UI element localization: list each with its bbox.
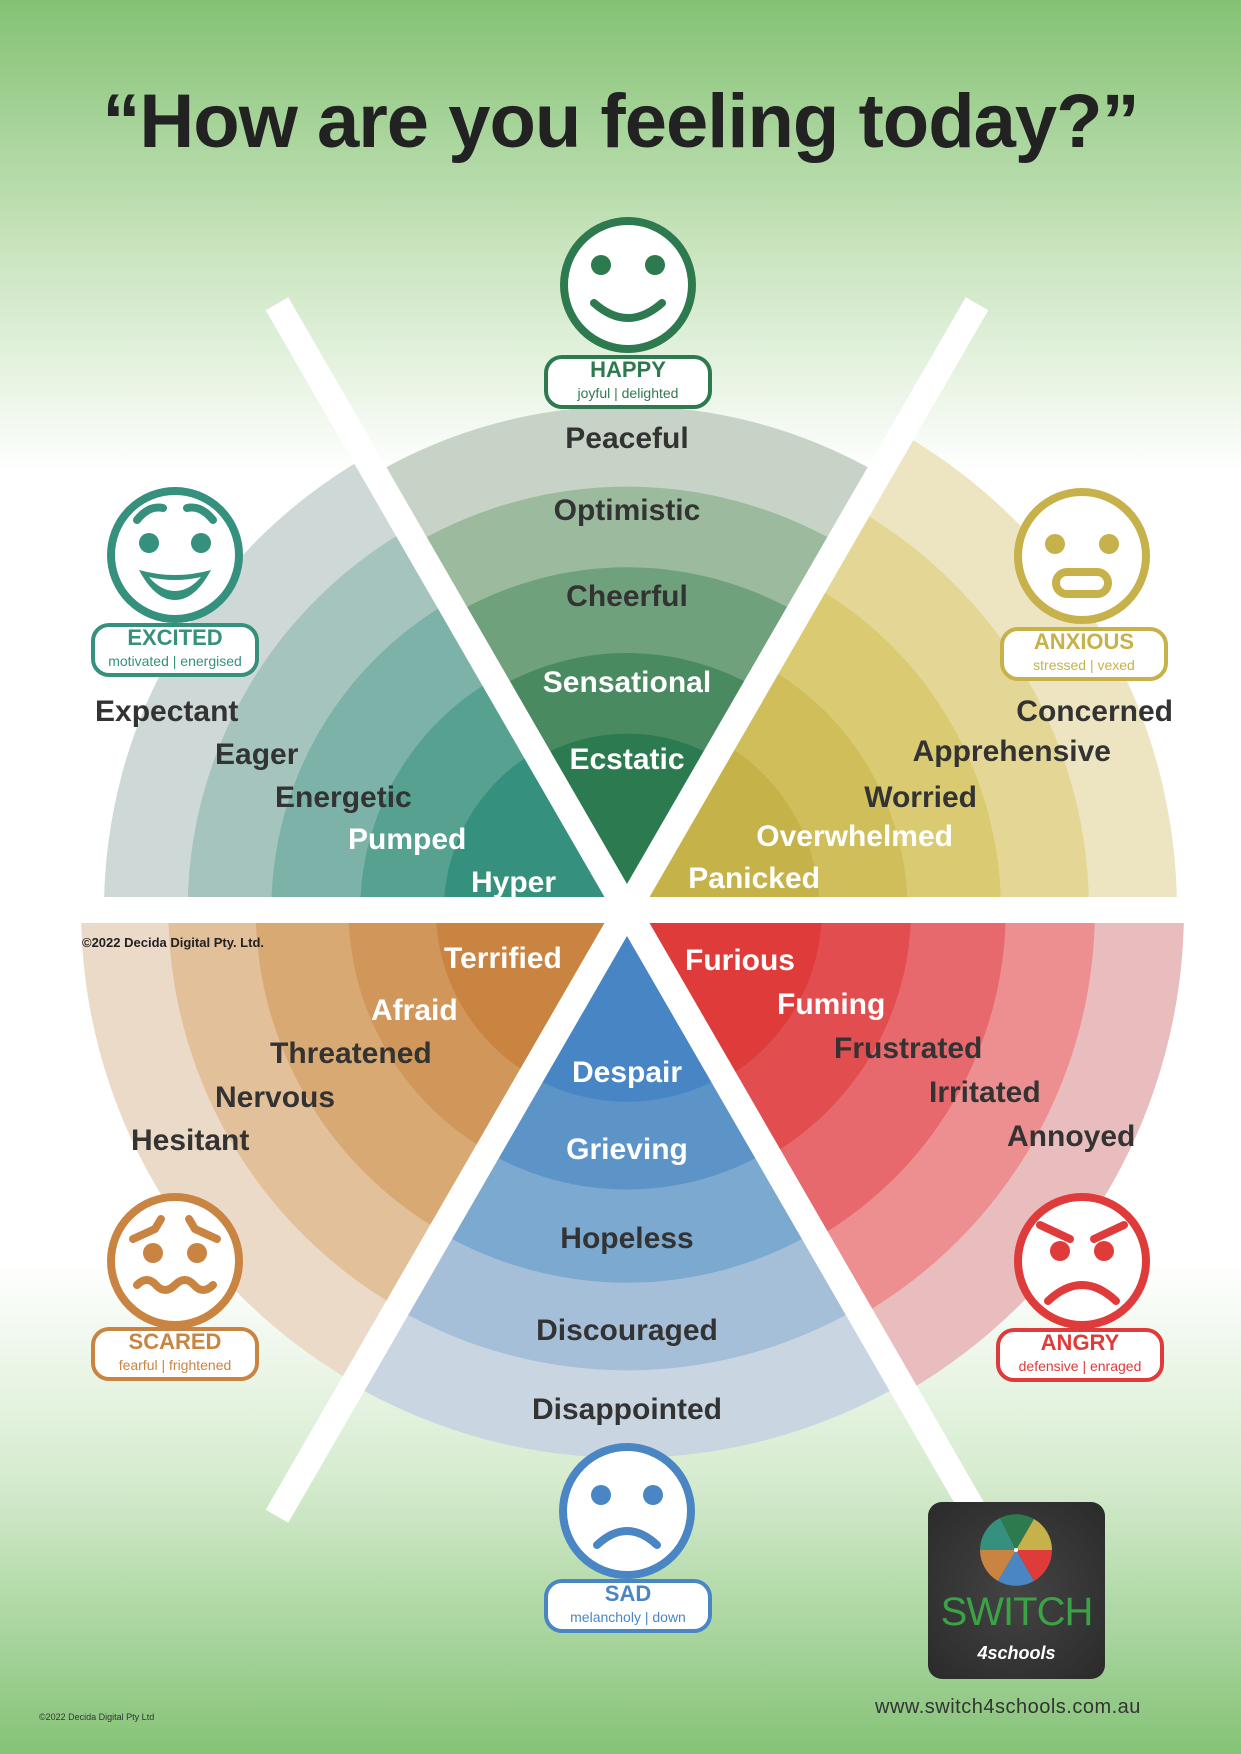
feeling-word-worried[interactable]: Worried <box>864 781 977 814</box>
excited-band-5 <box>443 751 627 910</box>
sad-subtitle: melancholy | down <box>570 1609 686 1625</box>
feeling-word-fuming[interactable]: Fuming <box>777 988 885 1021</box>
feeling-word-hesitant[interactable]: Hesitant <box>131 1124 249 1157</box>
sad-face-icon[interactable] <box>559 1443 695 1579</box>
feeling-word-peaceful[interactable]: Peaceful <box>565 422 688 455</box>
happy-label-box[interactable]: HAPPY joyful | delighted <box>544 355 712 409</box>
copyright-notice: ©2022 Decida Digital Pty. Ltd. <box>82 935 264 950</box>
scared-subtitle: fearful | frightened <box>119 1357 232 1373</box>
feeling-word-annoyed[interactable]: Annoyed <box>1007 1120 1135 1153</box>
feeling-word-hopeless[interactable]: Hopeless <box>560 1222 693 1255</box>
feeling-word-terrified[interactable]: Terrified <box>444 942 562 975</box>
angry-label-box[interactable]: ANGRY defensive | enraged <box>996 1328 1164 1382</box>
feeling-word-sensational[interactable]: Sensational <box>543 666 711 699</box>
footer-copyright: ©2022 Decida Digital Pty Ltd <box>39 1712 155 1722</box>
sad-band-5 <box>531 910 723 1102</box>
feeling-word-cheerful[interactable]: Cheerful <box>566 580 688 613</box>
excited-label-box[interactable]: EXCITED motivated | energised <box>91 623 259 677</box>
page-title: “How are you feeling today?” <box>102 79 1139 164</box>
anxious-subtitle: stressed | vexed <box>1033 657 1135 673</box>
feeling-word-overwhelmed[interactable]: Overwhelmed <box>756 820 953 853</box>
angry-face-icon[interactable] <box>1014 1193 1150 1329</box>
feeling-word-discouraged[interactable]: Discouraged <box>536 1314 718 1347</box>
excited-face-icon[interactable] <box>107 487 243 623</box>
scared-face-icon[interactable] <box>107 1193 243 1329</box>
feeling-word-concerned[interactable]: Concerned <box>1016 695 1173 728</box>
logo-wheel-icon <box>980 1514 1052 1586</box>
feeling-word-afraid[interactable]: Afraid <box>371 994 458 1027</box>
logo-brand: SWITCH <box>940 1590 1094 1634</box>
feeling-word-eager[interactable]: Eager <box>215 738 299 771</box>
feeling-word-apprehensive[interactable]: Apprehensive <box>913 735 1111 768</box>
angry-band-5 <box>627 910 822 1079</box>
website-link[interactable]: www.switch4schools.com.au <box>875 1696 1141 1718</box>
feeling-word-disappointed[interactable]: Disappointed <box>532 1393 722 1426</box>
feeling-word-despair[interactable]: Despair <box>572 1056 682 1089</box>
angry-name: ANGRY <box>1041 1330 1120 1355</box>
anxious-band-5 <box>627 743 820 910</box>
anxious-name: ANXIOUS <box>1034 629 1134 654</box>
feeling-word-energetic[interactable]: Energetic <box>275 781 412 814</box>
scared-band-5 <box>435 910 627 1076</box>
anxious-face-icon[interactable] <box>1014 488 1150 624</box>
feeling-word-hyper[interactable]: Hyper <box>471 866 556 899</box>
feeling-word-irritated[interactable]: Irritated <box>929 1076 1041 1109</box>
angry-subtitle: defensive | enraged <box>1019 1358 1142 1374</box>
switch4schools-logo: SWITCH 4schools <box>928 1502 1105 1679</box>
feeling-word-optimistic[interactable]: Optimistic <box>554 494 701 527</box>
happy-band-5 <box>538 733 716 910</box>
feeling-word-expectant[interactable]: Expectant <box>95 695 238 728</box>
feeling-word-frustrated[interactable]: Frustrated <box>834 1032 982 1065</box>
sad-name: SAD <box>605 1581 651 1606</box>
scared-name: SCARED <box>129 1329 222 1354</box>
feeling-word-ecstatic[interactable]: Ecstatic <box>569 743 684 776</box>
anxious-label-box[interactable]: ANXIOUS stressed | vexed <box>1000 627 1168 681</box>
feeling-word-grieving[interactable]: Grieving <box>566 1133 688 1166</box>
sector-gap <box>265 297 989 1523</box>
excited-subtitle: motivated | energised <box>108 653 242 669</box>
happy-subtitle: joyful | delighted <box>577 385 679 401</box>
feeling-word-pumped[interactable]: Pumped <box>348 823 466 856</box>
feeling-word-furious[interactable]: Furious <box>685 944 795 977</box>
sad-label-box[interactable]: SAD melancholy | down <box>544 1579 712 1633</box>
feeling-word-nervous[interactable]: Nervous <box>215 1081 335 1114</box>
happy-face-icon[interactable] <box>560 217 696 353</box>
scared-label-box[interactable]: SCARED fearful | frightened <box>91 1327 259 1381</box>
happy-name: HAPPY <box>590 357 666 382</box>
feeling-word-threatened[interactable]: Threatened <box>270 1037 432 1070</box>
logo-sub: 4schools <box>977 1643 1056 1663</box>
excited-name: EXCITED <box>127 625 222 650</box>
feeling-word-panicked[interactable]: Panicked <box>688 862 820 895</box>
